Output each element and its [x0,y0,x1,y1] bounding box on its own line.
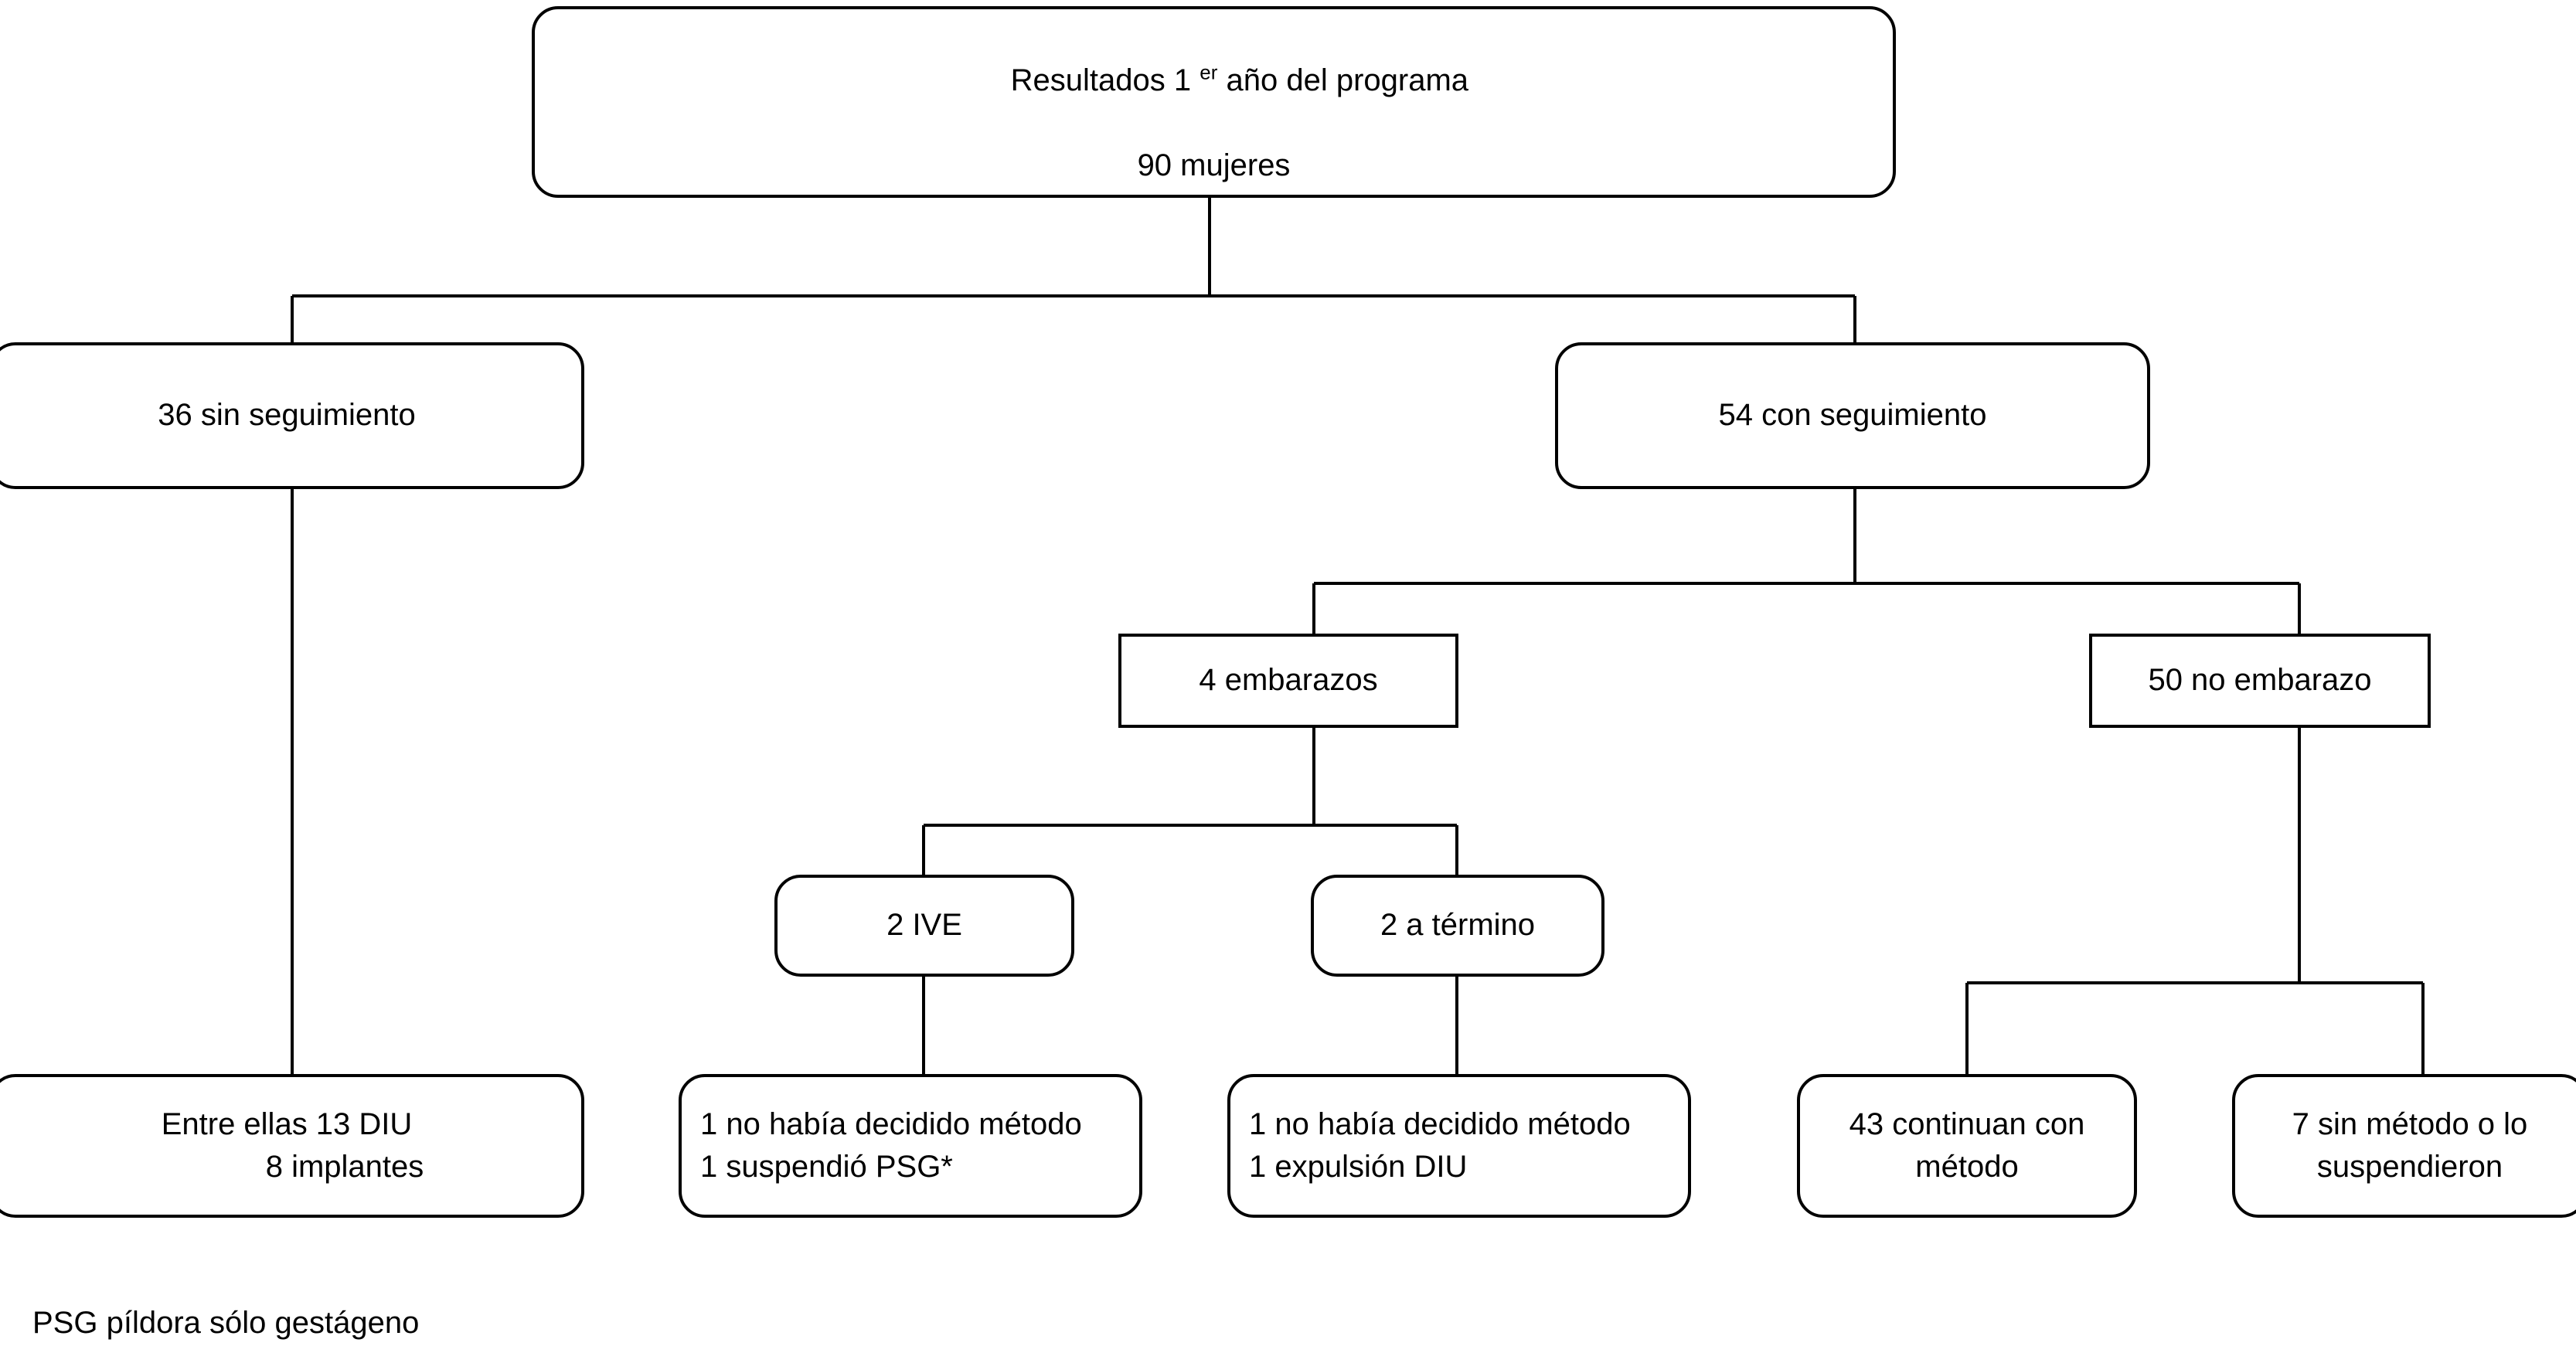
node-no-followup-detail[interactable]: Entre ellas 13 DIU 8 implantes [0,1074,584,1218]
node-term[interactable]: 2 a término [1311,875,1604,977]
node-pregnancies-label: 4 embarazos [1199,663,1378,698]
node-continuing-line1: 43 continuan con [1849,1106,2085,1141]
node-term-detail-line2: 1 expulsión DIU [1249,1150,1468,1184]
node-ive-detail-line2: 1 suspendió PSG* [700,1150,953,1184]
node-ive[interactable]: 2 IVE [774,875,1074,977]
node-no-pregnancy-label: 50 no embarazo [2148,663,2372,698]
node-root-line2: 90 mujeres [1137,148,1291,183]
node-no-pregnancy[interactable]: 50 no embarazo [2089,634,2431,728]
node-term-label: 2 a término [1380,908,1536,943]
node-ive-detail[interactable]: 1 no había decidido método 1 suspendió P… [679,1074,1142,1218]
node-ive-label: 2 IVE [886,908,962,943]
node-discontinued-line2: suspendieron [2316,1150,2503,1184]
node-continuing-line2: método [1915,1150,2019,1184]
node-with-followup-label: 54 con seguimiento [1718,398,1987,433]
node-no-followup-label: 36 sin seguimiento [158,398,416,433]
node-continuing[interactable]: 43 continuan con método [1797,1074,2137,1218]
node-discontinued[interactable]: 7 sin método o lo suspendieron [2232,1074,2576,1218]
node-term-detail-line1: 1 no había decidido método [1249,1106,1631,1141]
node-no-followup-detail-line1: Entre ellas 13 DIU [161,1106,413,1141]
node-pregnancies[interactable]: 4 embarazos [1118,634,1458,728]
node-root-line1: Resultados 1 er año del programa [1010,60,1469,97]
footnote-text: PSG píldora sólo gestágeno [32,1306,420,1340]
node-root[interactable]: Resultados 1 er año del programa 90 muje… [532,6,1896,198]
ordinal-superscript: er [1200,60,1218,84]
node-term-detail[interactable]: 1 no había decidido método 1 expulsión D… [1227,1074,1691,1218]
node-ive-detail-line1: 1 no había decidido método [700,1106,1082,1141]
node-with-followup[interactable]: 54 con seguimiento [1555,342,2150,489]
node-no-followup-detail-line2: 8 implantes [265,1150,424,1184]
node-discontinued-line1: 7 sin método o lo [2292,1106,2528,1141]
node-no-followup[interactable]: 36 sin seguimiento [0,342,584,489]
